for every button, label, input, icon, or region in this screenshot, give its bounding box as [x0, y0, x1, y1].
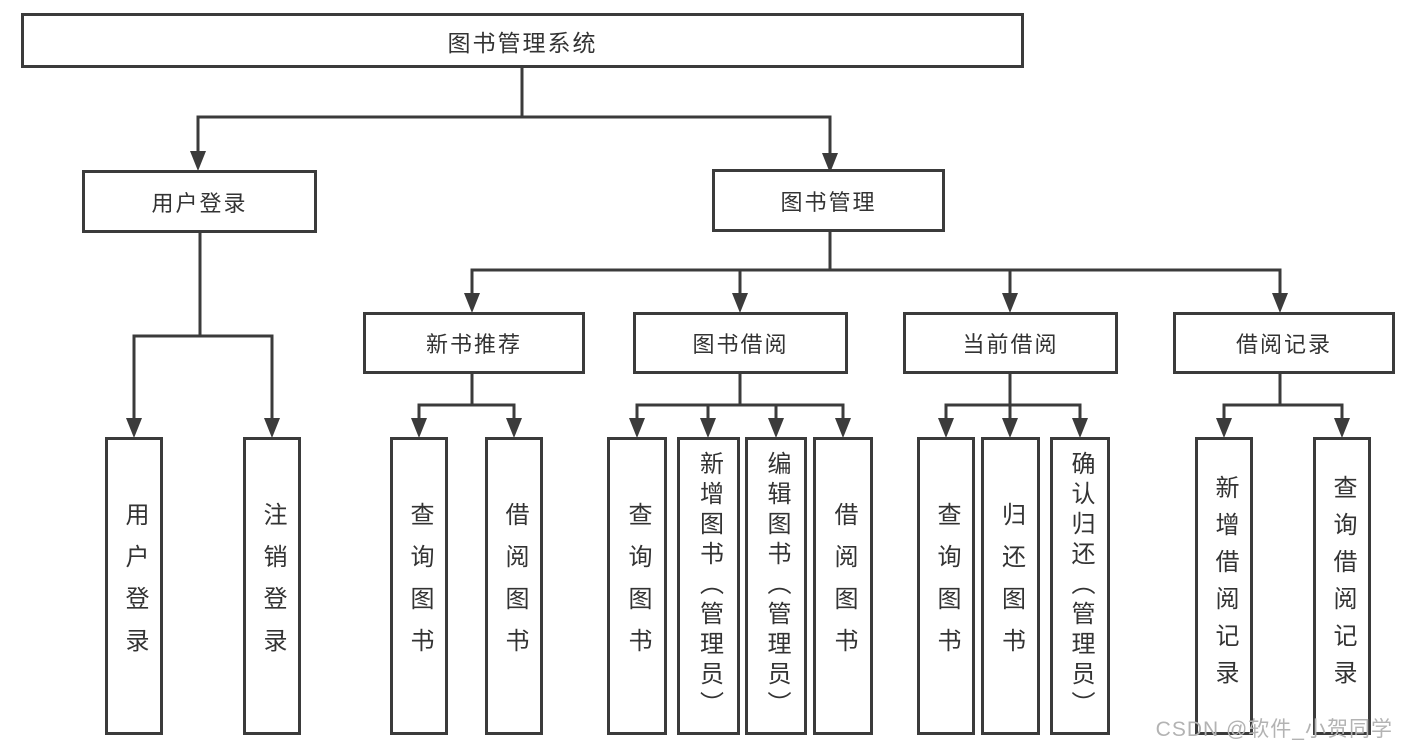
- node-book-management: 图书管理: [712, 169, 945, 232]
- node-current-borrow: 当前借阅: [903, 312, 1118, 374]
- node-root-system-title: 图书管理系统: [21, 13, 1024, 68]
- leaf-recommend-borrow-books: 借阅图书: [485, 437, 543, 735]
- leaf-user-login: 用户登录: [105, 437, 163, 735]
- node-borrow-records: 借阅记录: [1173, 312, 1395, 374]
- leaf-borrow-books: 借阅图书: [813, 437, 873, 735]
- leaf-return-books: 归还图书: [981, 437, 1040, 735]
- node-new-book-recommend: 新书推荐: [363, 312, 585, 374]
- arrowheads: [126, 151, 1350, 438]
- leaf-confirm-return-admin: 确认归还（管理员）: [1050, 437, 1110, 735]
- csdn-watermark: CSDN @软件_小贺同学: [1155, 718, 1393, 741]
- leaf-borrow-query-books: 查询图书: [607, 437, 667, 735]
- node-book-borrow: 图书借阅: [633, 312, 848, 374]
- leaf-edit-books-admin: 编辑图书（管理员）: [745, 437, 807, 735]
- leaf-add-borrow-record: 新增借阅记录: [1195, 437, 1253, 735]
- leaf-logout: 注销登录: [243, 437, 301, 735]
- leaf-query-borrow-record: 查询借阅记录: [1313, 437, 1371, 735]
- leaf-recommend-query-books: 查询图书: [390, 437, 448, 735]
- leaf-current-query-books: 查询图书: [917, 437, 975, 735]
- leaf-add-books-admin: 新增图书（管理员）: [677, 437, 740, 735]
- node-user-login: 用户登录: [82, 170, 317, 233]
